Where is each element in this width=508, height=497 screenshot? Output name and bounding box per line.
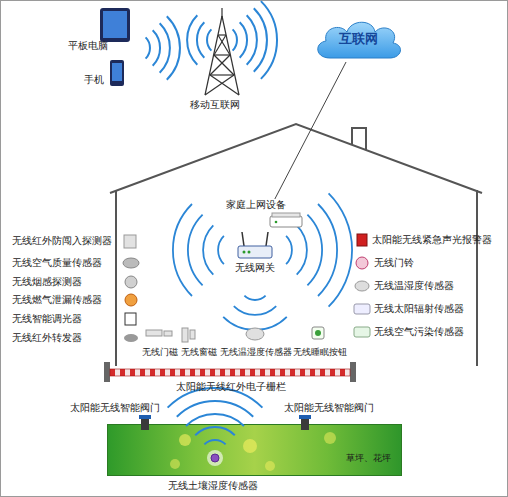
- cloud-node: 互联网: [312, 16, 404, 62]
- part-label: 无线红外防闯入探测器: [12, 235, 112, 247]
- part-label: 平板电脑: [68, 40, 108, 52]
- router-label: 家庭上网设备: [226, 199, 286, 211]
- tablet-icon: [100, 8, 130, 42]
- part-label: 无线睡眠按钮: [293, 347, 347, 358]
- part-label: 无线温湿度传感器: [374, 280, 454, 292]
- garden-label: 草坪、花坪: [346, 452, 391, 465]
- router-top: [272, 213, 300, 217]
- router-light: [275, 221, 278, 224]
- part-label: 无线智能调光器: [12, 313, 82, 325]
- part-label: 太阳能无线红外电子栅栏: [176, 381, 286, 393]
- cloud-label: 互联网: [312, 30, 404, 48]
- part-label: 无线红外转发器: [12, 332, 82, 344]
- part-label: 无线门铃: [374, 257, 414, 269]
- part-label: 无线窗磁: [181, 347, 217, 358]
- part-label: 太阳能无线智能阀门: [70, 402, 160, 414]
- part-label: 无线温湿度传感器: [220, 347, 292, 358]
- part-label: 手机: [84, 74, 104, 86]
- part-label: 太阳能无线紧急声光报警器: [372, 234, 492, 246]
- part-label: 无线土壤湿度传感器: [168, 480, 258, 492]
- valve-icons: [139, 415, 311, 430]
- right-sensor-icons: [354, 234, 370, 337]
- phone-icon: [110, 60, 124, 86]
- part-label: 太阳能无线智能阀门: [284, 402, 374, 414]
- tower-icon: [205, 8, 239, 95]
- part-label: 移动互联网: [190, 99, 240, 111]
- part-label: 无线烟感探测器: [12, 276, 82, 288]
- home-waves: [173, 193, 352, 330]
- part-label: 无线燃气泄漏传感器: [12, 294, 102, 306]
- garden-node: 草坪、花坪: [107, 424, 402, 476]
- gateway-icon: [238, 232, 272, 258]
- fence: [104, 362, 356, 382]
- soil-sensor-icon: [207, 450, 223, 466]
- router-body: [270, 216, 302, 227]
- left-sensor-icons: [123, 235, 139, 342]
- part-label: 无线空气污染传感器: [374, 326, 464, 338]
- part-label: 无线空气质量传感器: [12, 257, 102, 269]
- router-node: 家庭上网设备: [226, 199, 306, 233]
- garden-glows: [170, 432, 336, 471]
- bottom-sensor-icons: [146, 327, 324, 342]
- connector-line: [275, 62, 346, 199]
- garden-waves: [168, 388, 263, 444]
- part-label: 无线网关: [235, 262, 275, 274]
- part-label: 无线太阳辐射传感器: [374, 303, 464, 315]
- part-label: 无线门磁: [142, 347, 178, 358]
